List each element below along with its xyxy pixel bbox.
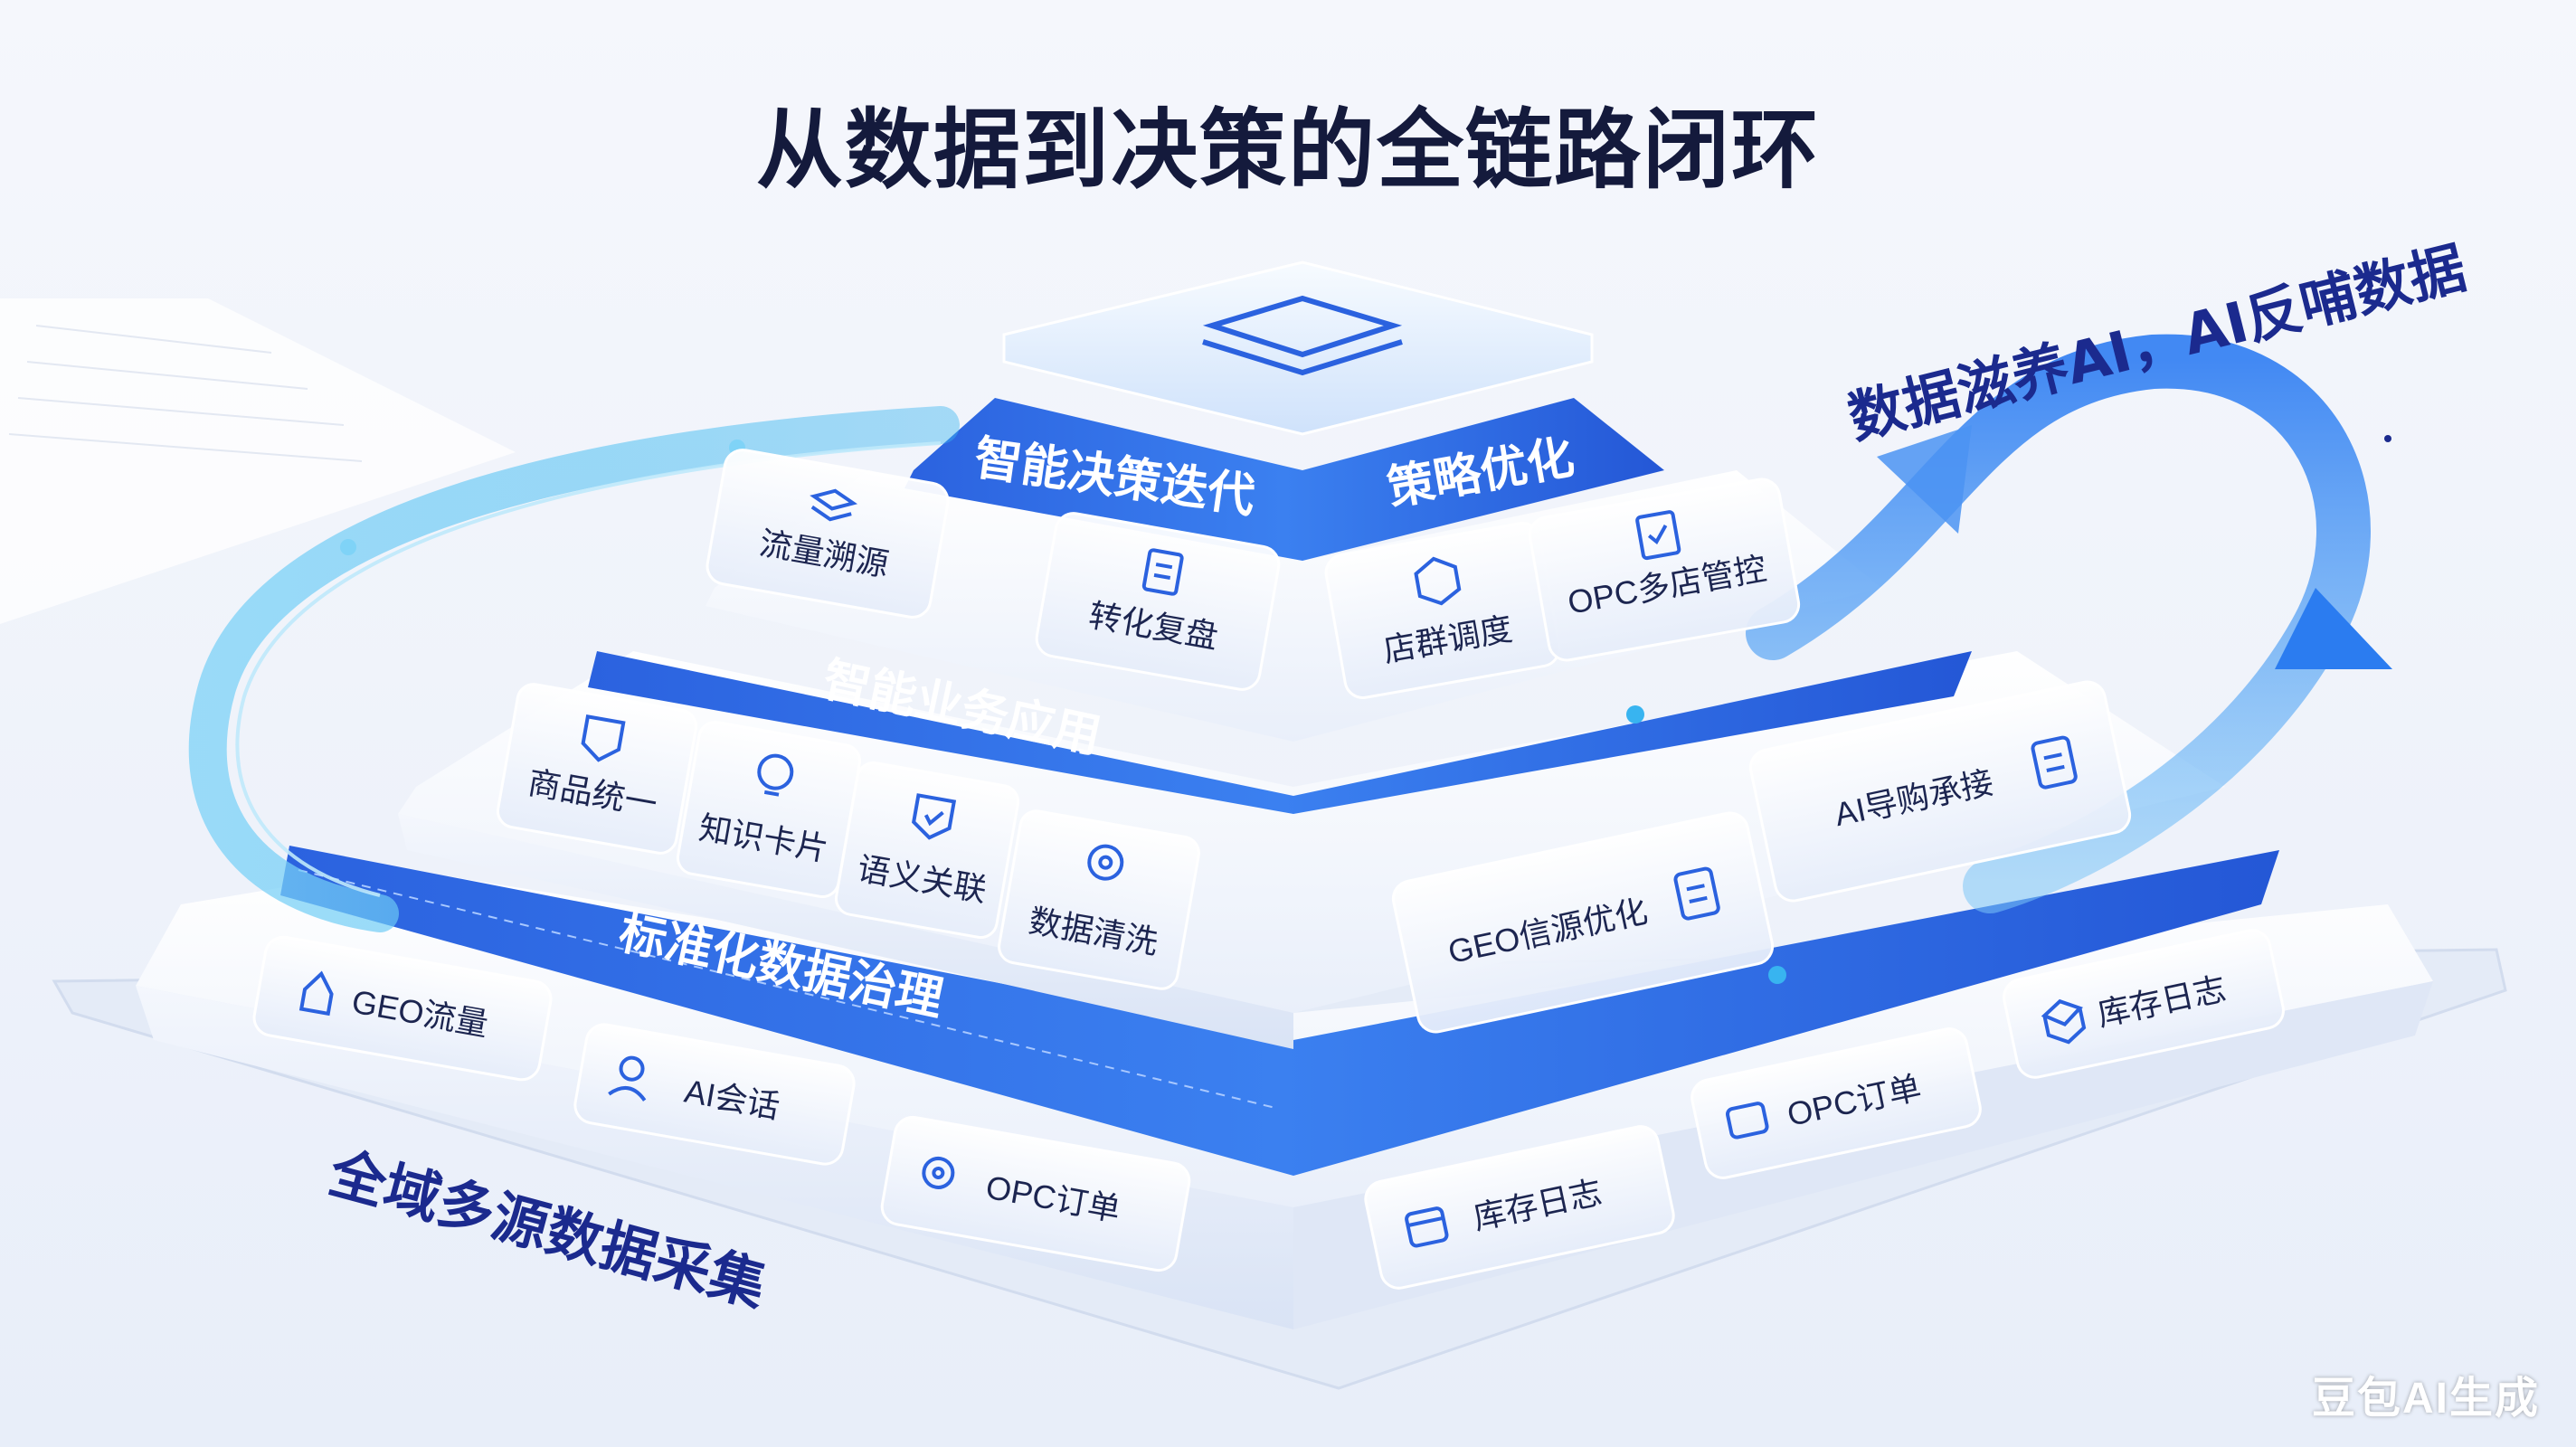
shield-icon [581, 714, 626, 762]
left-loop-flow [188, 406, 960, 932]
layers-icon [1202, 295, 1403, 376]
lightbulb-icon [757, 753, 794, 797]
governance-card-3: 语义关联 [834, 761, 1020, 939]
governance-card-1: 商品统一 [496, 683, 698, 855]
page-title: 从数据到决策的全链路闭环 [756, 102, 1820, 199]
gear-icon [1087, 844, 1124, 881]
hexagon-icon [1414, 556, 1462, 606]
loop-label: 数据滋养AI，AI反哺数据 [1842, 234, 2472, 451]
check-shield-icon [912, 793, 957, 840]
user-icon [608, 1055, 647, 1102]
document-icon [1141, 548, 1184, 596]
governance-card-2: 知识卡片 [676, 721, 862, 898]
paper-lines [8, 325, 363, 462]
checklist-icon [1635, 510, 1681, 561]
watermark: 豆包AI生成 [2311, 1375, 2540, 1423]
governance-card-4: 数据清洗 [998, 809, 1200, 990]
collection-card-5: OPC订单 [1690, 1027, 1982, 1179]
collection-card-3: OPC订单 [880, 1115, 1191, 1272]
business-card-4: OPC多店管控 [1528, 478, 1801, 662]
arrow-head-right [2275, 588, 2392, 669]
collection-card-1: GEO流量 [252, 935, 553, 1082]
arrow-head-top [1877, 425, 1972, 534]
collection-card-2: AI会话 [573, 1023, 856, 1166]
top-platform [1002, 260, 1594, 436]
location-icon [922, 1156, 955, 1189]
message-icon [1725, 1102, 1769, 1140]
home-icon [298, 970, 334, 1017]
business-card-2: 转化复盘 [1035, 512, 1281, 691]
collection-card-4: 库存日志 [2003, 929, 2285, 1079]
background-paper [0, 298, 516, 624]
business-card-3: 店群调度 [1324, 522, 1561, 699]
calendar-icon [1405, 1206, 1449, 1248]
business-card-1: 流量溯源 [706, 449, 950, 619]
collection-card-6: 库存日志 [1364, 1125, 1675, 1290]
document-icon [1673, 866, 1720, 921]
box-icon [2041, 998, 2087, 1045]
governance-band [280, 846, 2279, 1176]
document-icon [2031, 735, 2078, 790]
governance-card-5: AI导购承接 [1748, 680, 2132, 903]
layers-card-icon [810, 488, 858, 522]
governance-card-6: GEO信源优化 [1391, 811, 1775, 1034]
business-band [588, 651, 1972, 814]
governance-layer [398, 651, 2225, 1013]
